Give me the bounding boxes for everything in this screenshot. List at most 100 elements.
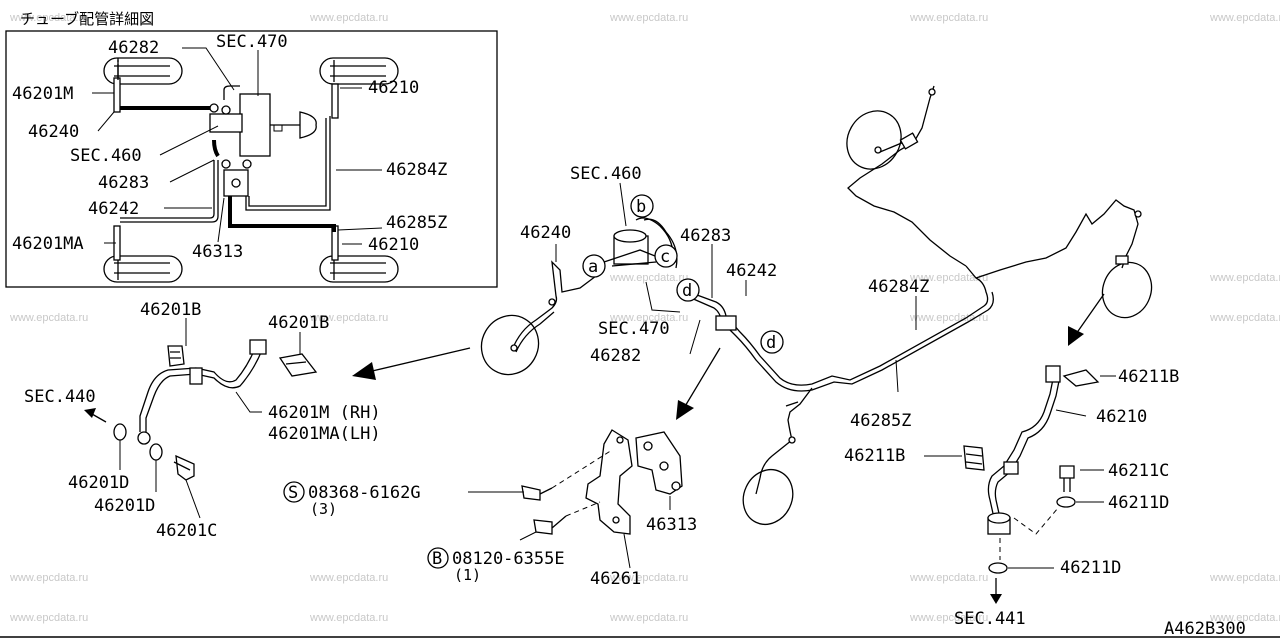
watermark: www.epcdata.ru [909, 572, 988, 584]
watermark: www.epcdata.ru [9, 572, 88, 584]
clip-icon [278, 353, 318, 377]
watermark: www.epcdata.ru [1209, 272, 1280, 284]
junction-46313 [635, 431, 683, 495]
callout-s-letter: S [288, 483, 298, 503]
label-46283: 46283 [98, 173, 149, 193]
hose [113, 77, 121, 113]
brake-rotor [480, 314, 540, 376]
watermark: www.epcdata.ru [309, 312, 388, 324]
label-46210: 46210 [368, 78, 419, 98]
front-hose-detail: 46201B 46201B SEC.440 46201M (RH) 46201M… [24, 300, 381, 541]
label-qty-3: (3) [310, 500, 337, 518]
label-46313: 46313 [646, 515, 697, 535]
watermark: www.epcdata.ru [609, 272, 688, 284]
label-46211c: 46211C [1108, 461, 1169, 481]
callout-b-letter: B [432, 549, 442, 569]
washer [113, 423, 127, 441]
watermark: www.epcdata.ru [1209, 312, 1280, 324]
arrow-head-icon [676, 400, 694, 420]
label-46261: 46261 [590, 569, 641, 589]
label-46210: 46210 [1096, 407, 1147, 427]
tube-46282 [117, 58, 240, 100]
label-sec441: SEC.441 [954, 609, 1026, 629]
watermark: www.epcdata.ru [9, 612, 88, 624]
bolt-icon [533, 515, 567, 535]
bolt-icon [173, 454, 195, 481]
junction-block [715, 315, 737, 331]
callout-c-letter: c [660, 247, 670, 267]
watermark: www.epcdata.ru [309, 12, 388, 24]
label-08120-6355e: 08120-6355E [452, 549, 565, 569]
label-46211b: 46211B [1118, 367, 1179, 387]
tube-46313 [228, 196, 336, 232]
brake-booster [239, 93, 271, 157]
watermark: www.epcdata.ru [909, 12, 988, 24]
watermark: www.epcdata.ru [309, 612, 388, 624]
label-46211d: 46211D [1108, 493, 1169, 513]
callout-b-bolt [427, 547, 449, 569]
label-46242: 46242 [726, 261, 777, 281]
watermark: www.epcdata.ru [609, 12, 688, 24]
label-46285z: 46285Z [386, 213, 447, 233]
caliper-outline [319, 255, 399, 283]
label-46201b: 46201B [140, 300, 201, 320]
callout-s [283, 481, 305, 503]
diagram-code: A462B300 [1164, 619, 1246, 639]
label-46313: 46313 [192, 242, 243, 262]
label-46240: 46240 [520, 223, 571, 243]
callout-d-letter: d [682, 281, 692, 301]
junction-bracket-detail: S B 08368-6162G (3) 08120-6355E (1) 4631… [283, 429, 697, 589]
label-46284z: 46284Z [386, 160, 447, 180]
label-46240: 46240 [28, 122, 79, 142]
callout-b-letter: b [636, 197, 646, 217]
watermark: www.epcdata.ru [1209, 572, 1280, 584]
label-sec470: SEC.470 [216, 32, 288, 52]
bracket-icon [963, 445, 985, 471]
label-46282: 46282 [590, 346, 641, 366]
arrow-head-icon [352, 362, 376, 380]
label-46210: 46210 [368, 235, 419, 255]
label-sec460: SEC.460 [70, 146, 142, 166]
label-46282: 46282 [108, 38, 159, 58]
master-cylinder [209, 113, 243, 133]
inset-frame [5, 30, 498, 288]
label-46285z: 46285Z [850, 411, 911, 431]
callout-d [676, 278, 700, 302]
tube-46242 [120, 160, 219, 223]
label-08368-6162g: 08368-6162G [308, 483, 421, 503]
label-46201d: 46201D [94, 496, 155, 516]
callout-c [654, 244, 678, 268]
label-qty-1: (1) [454, 566, 481, 584]
label-46201ma: 46201MA [12, 234, 84, 254]
label-46211d: 46211D [1060, 558, 1121, 578]
rear-hose-detail: 46211B 46210 46211B 46211C 46211D 46211D… [844, 365, 1179, 629]
brake-rotor [1101, 261, 1153, 319]
label-sec460: SEC.460 [570, 164, 642, 184]
watermark: www.epcdata.ru [1209, 612, 1280, 624]
label-46201m-rh: 46201M (RH) [268, 403, 381, 423]
arrow-head-icon [1068, 326, 1084, 346]
watermarks: www.epcdata.ru www.epcdata.ru www.epcdat… [9, 12, 1280, 624]
callout-b [630, 194, 654, 218]
label-46201c: 46201C [156, 521, 217, 541]
bolt-icon [521, 485, 553, 501]
callout-d-letter: d [766, 333, 776, 353]
bolt-icon [1059, 465, 1075, 492]
watermark: www.epcdata.ru [9, 312, 88, 324]
watermark: www.epcdata.ru [1209, 12, 1280, 24]
label-46201b: 46201B [268, 313, 329, 333]
direction-arrows [352, 293, 1105, 420]
bracket-icon [167, 345, 185, 367]
washer [988, 562, 1008, 574]
watermark: www.epcdata.ru [909, 312, 988, 324]
watermark: www.epcdata.ru [909, 272, 988, 284]
watermark: www.epcdata.ru [609, 572, 688, 584]
caliper-outline [319, 57, 399, 85]
caliper-outline [103, 57, 183, 85]
label-sec470: SEC.470 [598, 319, 670, 339]
tube-46284z [245, 116, 331, 211]
label-sec440: SEC.440 [24, 387, 96, 407]
watermark: www.epcdata.ru [309, 572, 388, 584]
washer [1056, 496, 1076, 508]
watermark: www.epcdata.ru [609, 312, 688, 324]
